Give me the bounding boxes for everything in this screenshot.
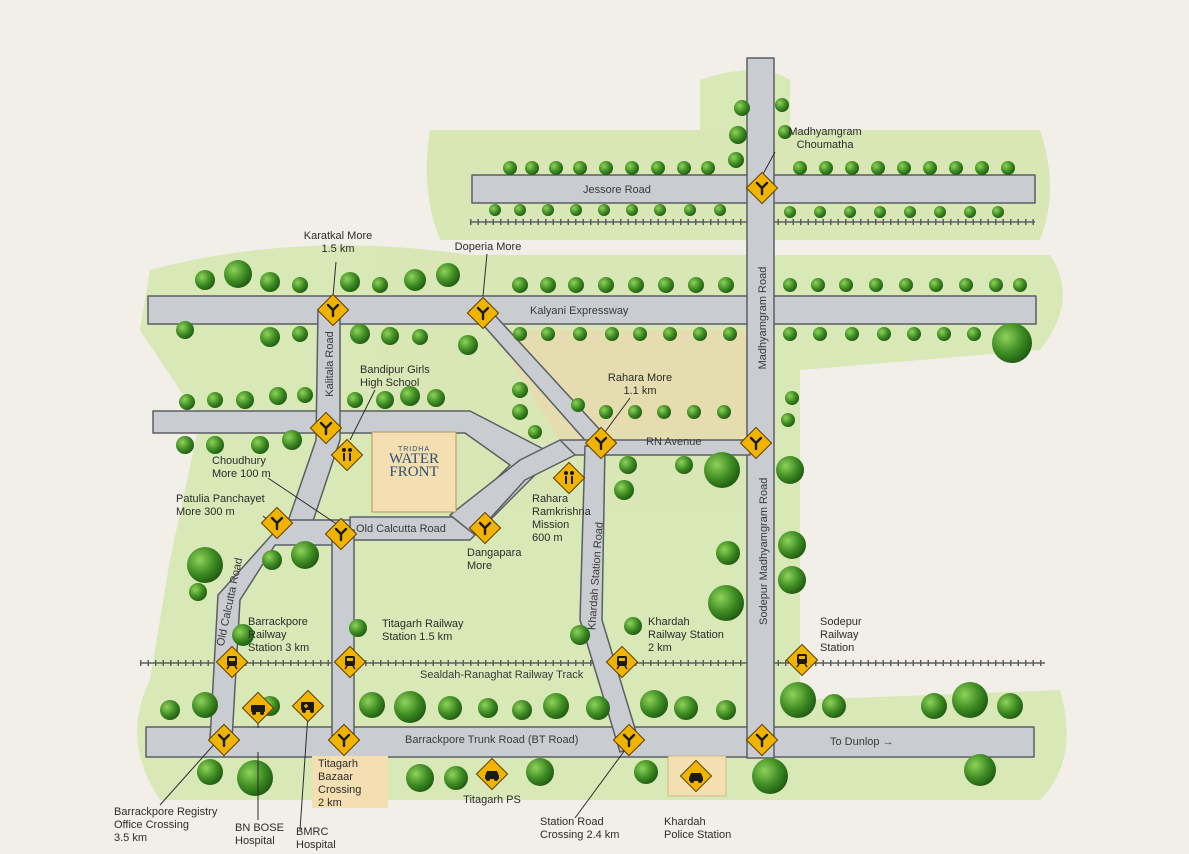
- label-titagarh-ps: Titagarh PS: [463, 794, 521, 806]
- school-icons: [330, 438, 586, 495]
- project-logo: TRIDHA WATER FRONT: [372, 446, 456, 480]
- road-name-rn-avenue: RN Avenue: [646, 436, 702, 448]
- trees: [160, 98, 1032, 796]
- ambulance-icon: [291, 689, 325, 723]
- road-name-kalyani: Kalyani Expressway: [530, 305, 629, 317]
- road-name-old-calcutta: Old Calcutta Road: [356, 523, 446, 535]
- hospital-icon: [241, 691, 275, 725]
- train-icon: [333, 645, 367, 679]
- logo-brand: TRIDHA: [397, 446, 431, 453]
- road-name-kalitala: Kalitala Road: [324, 331, 336, 397]
- train-icon: [215, 645, 249, 679]
- logo-line1: WATER: [389, 451, 439, 467]
- road-name-to-dunlop: To Dunlop →: [830, 736, 894, 748]
- pointer-lines: [159, 151, 776, 831]
- label-doperia-more: Doperia More: [454, 241, 522, 253]
- school-icon: [552, 461, 586, 495]
- train-icons: [215, 643, 819, 679]
- road-name-bt-road: Barrackpore Trunk Road (BT Road): [405, 734, 579, 746]
- train-icon: [785, 643, 819, 677]
- police-icon: [679, 759, 713, 793]
- service-icons: [241, 689, 509, 791]
- logo-line2: FRONT: [389, 464, 439, 480]
- school-icon: [330, 438, 364, 472]
- road-name-madhyamgram: Madhyamgram Road: [757, 266, 769, 370]
- road-name-jessore: Jessore Road: [583, 184, 651, 196]
- roads: [145, 57, 1037, 759]
- railway-name: Sealdah-Ranaghat Railway Track: [420, 669, 584, 681]
- police-icon: [475, 757, 509, 791]
- road-name-sodepur: Sodepur Madhyamgram Road: [758, 477, 770, 625]
- project-plot: [371, 431, 457, 513]
- train-icon: [605, 645, 639, 679]
- titagarh-bazaar-box: [312, 756, 388, 808]
